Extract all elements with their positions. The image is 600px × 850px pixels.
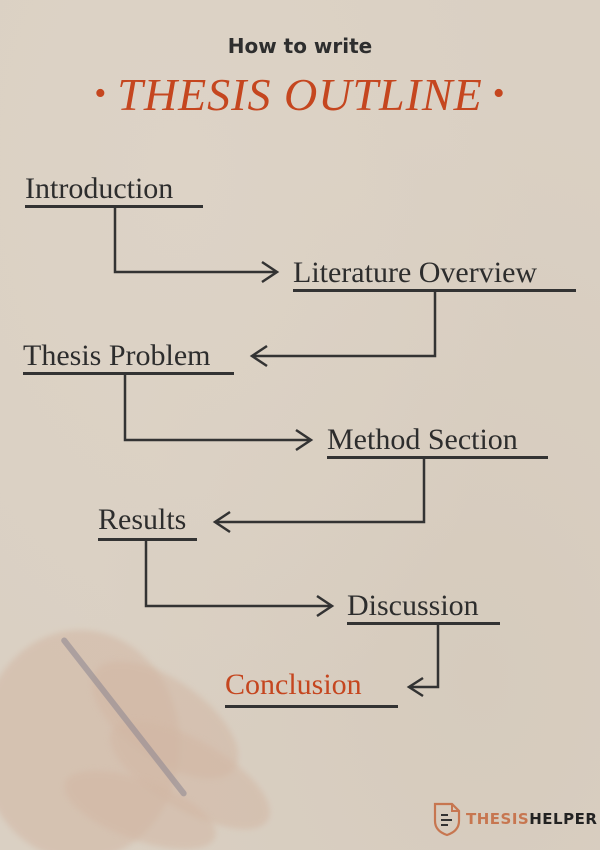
underline	[98, 538, 197, 541]
step-results: Results	[98, 503, 187, 536]
subtitle: How to write	[227, 34, 373, 58]
underline	[225, 705, 398, 708]
logo-text-helper: HELPER	[529, 810, 598, 828]
underline	[23, 372, 234, 375]
underline	[293, 289, 576, 292]
underline	[347, 622, 500, 625]
thesishelper-logo[interactable]: THESISHELPER	[432, 801, 597, 837]
step-discussion: Discussion	[347, 589, 479, 622]
step-method-section: Method Section	[327, 423, 518, 456]
page-title: •THESIS OUTLINE•	[0, 68, 600, 121]
document-shield-icon	[433, 802, 461, 837]
underline	[327, 456, 548, 459]
logo-text-thesis: THESIS	[466, 810, 530, 828]
underline	[25, 205, 203, 208]
step-literature-overview: Literature Overview	[293, 256, 538, 289]
title-text: THESIS OUTLINE	[117, 69, 483, 120]
bullet-right: •	[492, 75, 506, 112]
hand-writing-image	[0, 610, 300, 850]
step-conclusion: Conclusion	[225, 668, 362, 701]
step-thesis-problem: Thesis Problem	[23, 339, 211, 372]
bullet-left: •	[94, 75, 108, 112]
step-introduction: Introduction	[25, 172, 174, 205]
